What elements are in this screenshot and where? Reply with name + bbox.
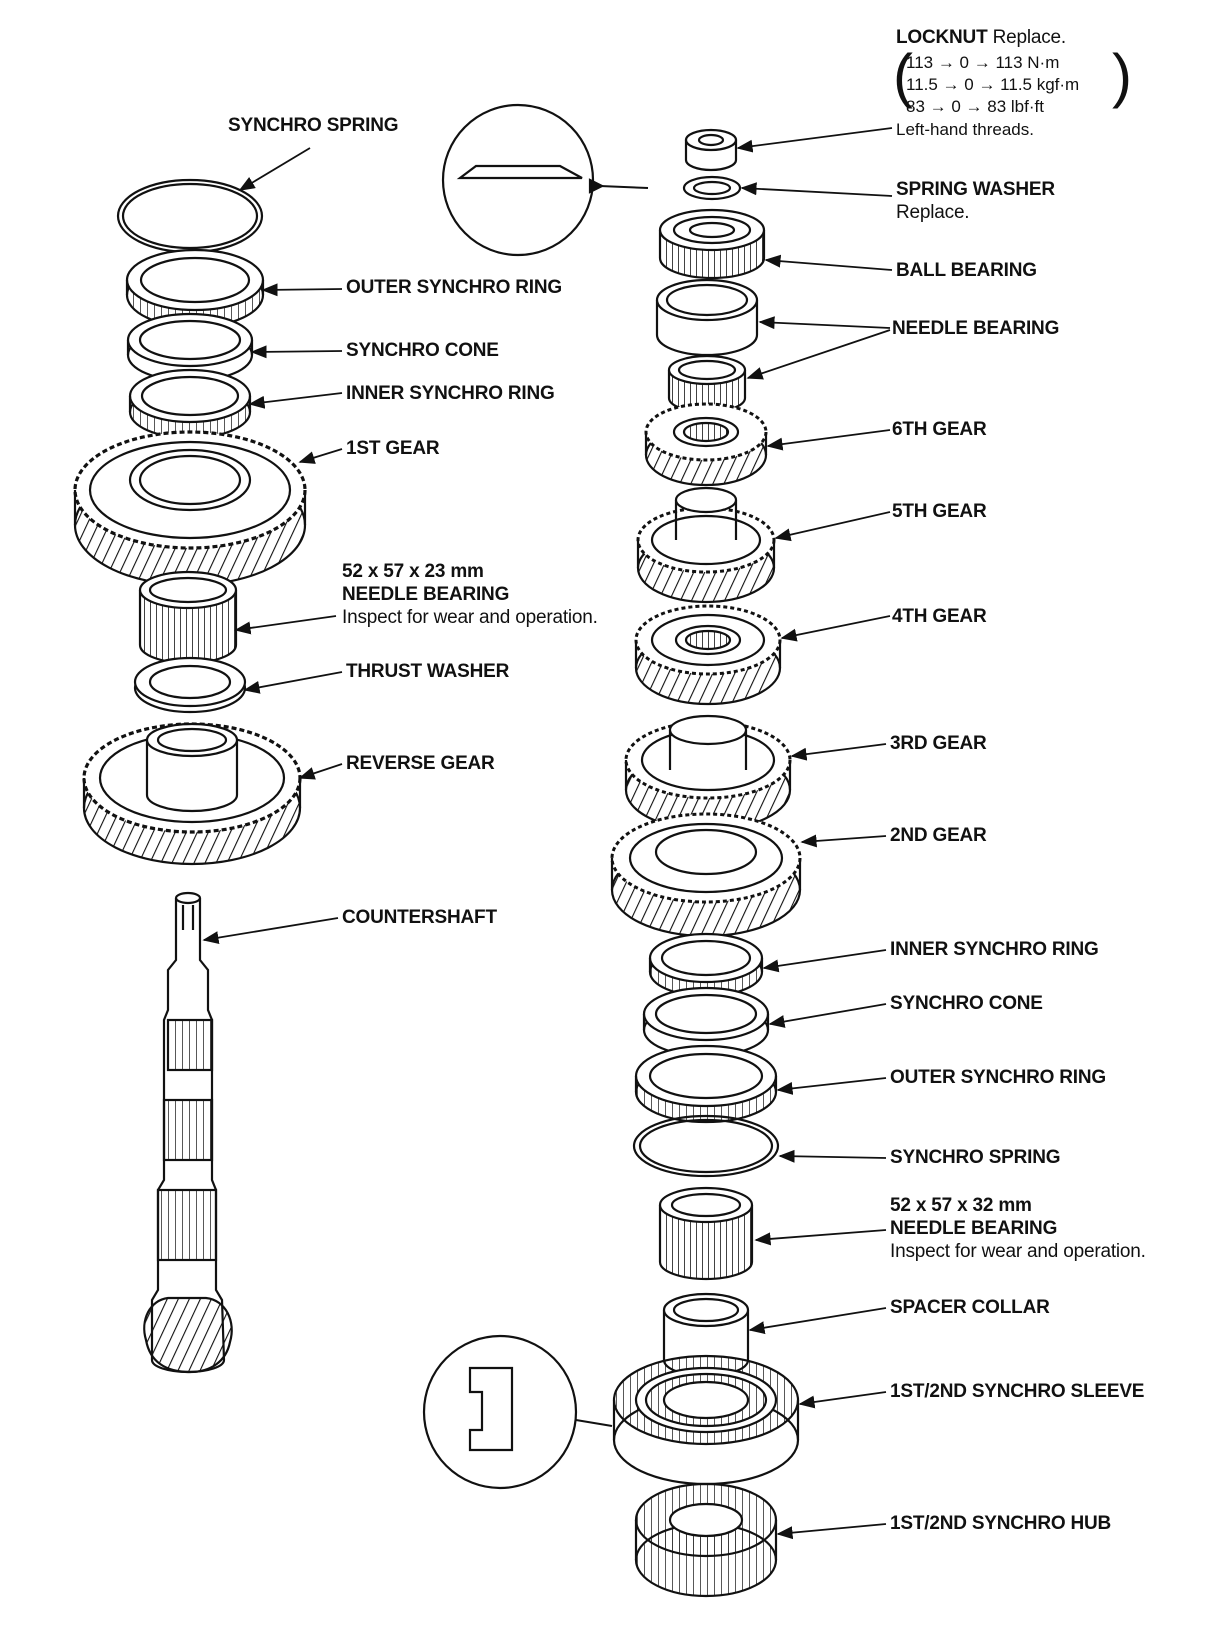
ms-sixth-gear — [644, 402, 768, 487]
cs-needle-bearing-size: 52 x 57 x 23 mm — [342, 561, 484, 582]
ms-torque-lbf: 83 → 0 → 83 lbf·ft — [906, 97, 1044, 116]
ms-ball-bearing — [658, 208, 766, 280]
ms-needle-bearing-2-block: 52 x 57 x 32 mm NEEDLE BEARING Inspect f… — [890, 1194, 1146, 1263]
cs-synchro-spring — [116, 178, 264, 254]
ms-synchro-spring — [632, 1114, 780, 1178]
ms-spring-washer-block: SPRING WASHER Replace. — [896, 178, 1055, 224]
cs-outer-synchro-ring-label: OUTER SYNCHRO RING — [346, 277, 562, 298]
cs-first-gear-label: 1ST GEAR — [346, 438, 440, 459]
ms-needle-bearing — [667, 354, 747, 414]
cs-reverse-gear-label: REVERSE GEAR — [346, 753, 495, 774]
ms-second-gear-label: 2ND GEAR — [890, 825, 987, 846]
cs-needle-bearing-block: 52 x 57 x 23 mm NEEDLE BEARING Inspect f… — [342, 560, 598, 629]
ms-needle-bearing-2-label: NEEDLE BEARING — [890, 1218, 1058, 1239]
cs-needle-bearing — [138, 570, 238, 665]
ms-third-gear-label: 3RD GEAR — [890, 733, 987, 754]
ms-synchro-hub-label: 1ST/2ND SYNCHRO HUB — [890, 1513, 1112, 1534]
ms-needle-bearing-2 — [658, 1186, 754, 1281]
ms-needle-bearing-label: NEEDLE BEARING — [892, 318, 1060, 339]
ms-second-gear — [610, 812, 802, 938]
cs-thrust-washer — [133, 656, 247, 714]
ms-fourth-gear — [634, 604, 782, 706]
ms-threads-note: Left-hand threads. — [896, 120, 1034, 139]
ms-synchro-sleeve-label: 1ST/2ND SYNCHRO SLEEVE — [890, 1381, 1145, 1402]
ms-fourth-gear-label: 4TH GEAR — [892, 606, 987, 627]
ms-inner-synchro-ring — [648, 932, 764, 998]
ms-synchro-spring-label: SYNCHRO SPRING — [890, 1147, 1061, 1168]
cs-synchro-cone-label: SYNCHRO CONE — [346, 340, 499, 361]
ms-ball-bearing-label: BALL BEARING — [896, 260, 1037, 281]
ms-spacer-collar-label: SPACER COLLAR — [890, 1297, 1050, 1318]
cs-needle-bearing-note: Inspect for wear and operation. — [342, 607, 598, 628]
cs-synchro-cone — [126, 312, 254, 383]
ms-torque-kgf: 11.5 → 0 → 11.5 kgf·m — [906, 75, 1080, 94]
cs-countershaft — [143, 891, 233, 1374]
cs-outer-synchro-ring — [125, 248, 265, 329]
ms-needle-bearing-collar — [655, 278, 759, 357]
ms-spring-washer-label: SPRING WASHER — [896, 179, 1055, 200]
ms-third-gear — [624, 714, 792, 832]
ms-fifth-gear — [636, 486, 776, 604]
spring-washer-detail-icon — [441, 103, 649, 257]
cs-first-gear — [73, 430, 307, 587]
cs-thrust-washer-label: THRUST WASHER — [346, 661, 510, 682]
ms-synchro-cone-label: SYNCHRO CONE — [890, 993, 1043, 1014]
synchro-sleeve-detail-icon — [422, 1334, 613, 1490]
torque-paren-left: ( — [893, 42, 913, 109]
torque-paren-right: ) — [1112, 42, 1132, 109]
ms-locknut — [684, 128, 738, 172]
ms-synchro-hub — [634, 1482, 778, 1598]
ms-locknut-note: Replace. — [992, 27, 1067, 48]
ms-synchro-cone — [642, 986, 770, 1058]
ms-locknut-label: LOCKNUT Replace. — [896, 26, 1066, 49]
ms-fifth-gear-label: 5TH GEAR — [892, 501, 987, 522]
cs-needle-bearing-label: NEEDLE BEARING — [342, 584, 510, 605]
ms-torque-nm: 113 → 0 → 113 N·m — [906, 53, 1060, 72]
cs-countershaft-label: COUNTERSHAFT — [342, 907, 497, 928]
ms-outer-synchro-ring-label: OUTER SYNCHRO RING — [890, 1067, 1106, 1088]
ms-locknut-name: LOCKNUT — [896, 27, 988, 48]
ms-needle-bearing-2-note: Inspect for wear and operation. — [890, 1241, 1146, 1262]
ms-outer-synchro-ring — [634, 1044, 778, 1124]
cs-inner-synchro-ring — [128, 368, 252, 440]
cs-reverse-gear — [82, 722, 302, 866]
ms-needle-bearing-2-size: 52 x 57 x 32 mm — [890, 1195, 1032, 1216]
cs-synchro-spring-label: SYNCHRO SPRING — [228, 115, 399, 136]
ms-sixth-gear-label: 6TH GEAR — [892, 419, 987, 440]
ms-synchro-sleeve — [612, 1354, 800, 1486]
ms-inner-synchro-ring-label: INNER SYNCHRO RING — [890, 939, 1099, 960]
ms-spring-washer-note: Replace. — [896, 202, 970, 223]
ms-spring-washer — [682, 175, 742, 201]
leader-lines — [202, 127, 893, 1540]
cs-inner-synchro-ring-label: INNER SYNCHRO RING — [346, 383, 555, 404]
